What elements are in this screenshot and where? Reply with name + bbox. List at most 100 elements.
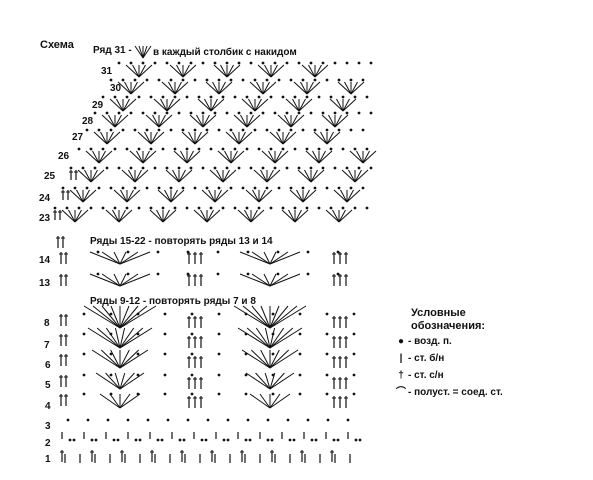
chain-stitch	[205, 78, 209, 82]
fan-stitch	[288, 209, 296, 223]
row-number-6: 6	[45, 360, 51, 371]
fan-stitch	[90, 169, 105, 183]
chain-stitch	[333, 111, 337, 115]
chain-stitch	[129, 111, 133, 115]
chain-stitch	[271, 312, 275, 316]
fan-stitch	[145, 114, 160, 128]
fan-stitch	[342, 98, 350, 112]
chain-stitch	[314, 438, 318, 442]
fan-stitch	[318, 150, 326, 164]
fan-stitch	[253, 169, 268, 183]
chain-stitch	[357, 111, 361, 115]
chain-stitch	[189, 61, 193, 65]
chain-stitch	[244, 392, 248, 396]
chain-stitch	[325, 332, 329, 336]
fan-stitch	[138, 64, 146, 78]
chain-stitch	[97, 128, 101, 132]
fan-stitch	[326, 131, 341, 145]
chain-stitch	[186, 250, 190, 254]
chain-stitch	[365, 206, 369, 210]
chain-stitch	[117, 111, 121, 115]
chain-stitch	[305, 147, 309, 151]
fan-stitch	[312, 150, 320, 164]
chain-stitch	[216, 272, 220, 276]
chain-stitch	[337, 128, 341, 132]
fan-stitch	[334, 114, 342, 128]
fan-stitch	[174, 81, 182, 95]
chain-stitch	[289, 78, 293, 82]
row-number-28: 28	[82, 116, 94, 127]
chain-stitch	[93, 166, 97, 170]
chain-stitch	[209, 95, 213, 99]
chain-stitch	[286, 418, 290, 422]
row-number-13: 13	[39, 278, 51, 289]
chain-stitch	[121, 128, 125, 132]
chain-stitch	[112, 438, 116, 442]
fan-stitch	[346, 189, 361, 203]
repeat-note-9-12: Ряды 9-12 - повторять ряды 7 и 8	[90, 296, 256, 307]
chain-stitch	[160, 438, 164, 442]
chain-stitch	[229, 78, 233, 82]
fan-stitch	[202, 114, 217, 128]
fan-stitch	[119, 305, 148, 329]
chain-stitch	[77, 147, 81, 151]
fan-stitch	[238, 131, 253, 145]
chain-stitch	[109, 186, 113, 190]
fan-stitch	[182, 64, 190, 78]
chain-stitch	[82, 352, 86, 356]
chain-stitch	[244, 332, 248, 336]
fan-stitch	[237, 209, 252, 223]
chain-stitch	[106, 418, 110, 422]
fan-stitch	[162, 209, 177, 223]
fan-stitch	[205, 81, 220, 95]
chain-stitch	[85, 186, 89, 190]
chain-stitch	[269, 95, 273, 99]
legend-title: Условные обозначения:	[411, 307, 486, 332]
fan-stitch	[201, 189, 216, 203]
fan-stitch	[136, 150, 144, 164]
chain-stitch	[136, 352, 140, 356]
fan-stitch	[114, 114, 122, 128]
fan-stitch	[119, 372, 145, 390]
fan-stitch	[89, 251, 121, 265]
fan-stitch	[222, 169, 230, 183]
chain-stitch	[309, 61, 313, 65]
fan-stitch	[113, 273, 121, 287]
fan-stitch	[105, 327, 121, 349]
chain-stitch	[53, 206, 57, 210]
chain-stitch	[306, 272, 310, 276]
fan-stitch	[256, 81, 264, 95]
fan-stitch	[269, 349, 290, 369]
fan-stitch	[269, 251, 277, 265]
chain-stitch	[257, 95, 261, 99]
chain-stitch	[137, 147, 141, 151]
fan-stitch	[310, 169, 325, 183]
fan-stitch	[269, 273, 301, 287]
chain-stitch	[244, 312, 248, 316]
chain-stitch	[293, 95, 297, 99]
fan-stitch	[118, 209, 133, 223]
chain-stitch	[313, 186, 317, 190]
chain-stitch	[271, 392, 275, 396]
chain-stitch	[82, 332, 86, 336]
fan-stitch	[210, 98, 225, 112]
chain-stitch	[157, 128, 161, 132]
chain-stitch	[298, 352, 302, 356]
fan-stitch	[276, 131, 284, 145]
fan-stitch	[254, 98, 262, 112]
fan-stitch	[119, 327, 144, 349]
fan-stitch	[257, 64, 272, 78]
chain-stitch	[277, 128, 281, 132]
chain-stitch	[246, 250, 250, 254]
fan-stitch	[264, 327, 271, 349]
fan-stitch	[181, 131, 196, 145]
chain-stitch	[190, 352, 194, 356]
chain-stitch	[96, 272, 100, 276]
chain-stitch	[163, 392, 167, 396]
chain-stitch	[245, 206, 249, 210]
fan-stitch	[77, 169, 92, 183]
chain-stitch	[361, 128, 365, 132]
fan-stitch	[109, 98, 124, 112]
fan-stitch	[178, 169, 186, 183]
chain-stitch	[137, 95, 141, 99]
